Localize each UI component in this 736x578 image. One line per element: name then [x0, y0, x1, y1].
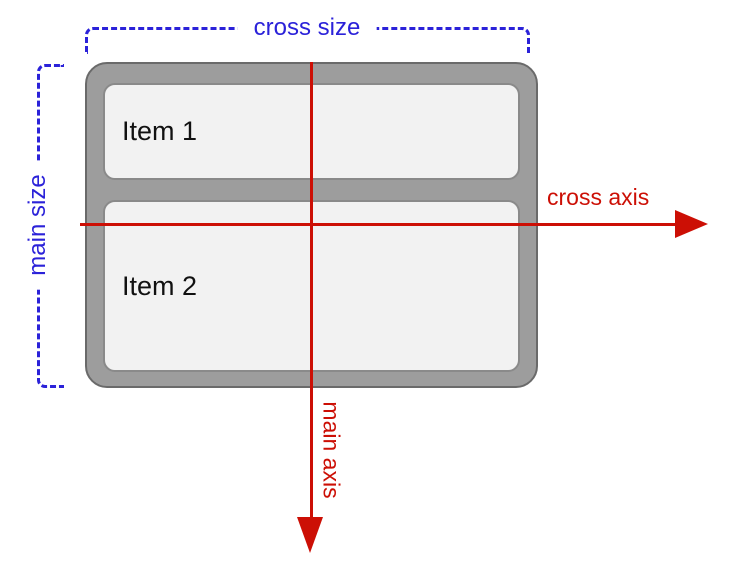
- flex-item-2-label: Item 2: [122, 270, 198, 301]
- flex-item-1-label: Item 1: [122, 116, 198, 146]
- cross-axis-arrowhead-icon: [675, 210, 708, 238]
- main-axis-arrowhead-icon: [297, 517, 323, 553]
- main-size-label: main size: [24, 160, 52, 290]
- main-axis-label: main axis: [318, 401, 345, 499]
- cross-axis-label: cross axis: [547, 184, 650, 210]
- cross-axis-line: [80, 223, 678, 226]
- cross-size-label: cross size: [237, 14, 377, 42]
- main-axis-line: [310, 62, 313, 518]
